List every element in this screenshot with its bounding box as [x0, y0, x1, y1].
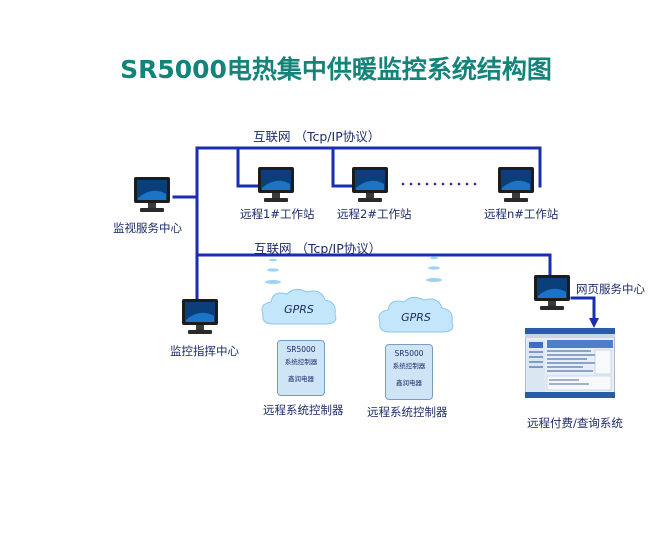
remote2-drop	[331, 146, 354, 188]
billing-screenshot-icon	[525, 328, 615, 398]
remote2-computer-icon	[352, 167, 388, 202]
top-network-label: 互联网 （Tcp/IP协议）	[253, 129, 381, 144]
controller-right-model: SR5000	[394, 349, 424, 358]
remote2-label: 远程2#工作站	[337, 207, 412, 221]
monitor-center-computer-icon	[134, 177, 170, 212]
controller-left-type: 系统控制器	[284, 358, 318, 366]
controller-right: SR5000 系统控制器 鑫润电器	[385, 344, 433, 400]
gprs-left-text: GPRS	[284, 303, 314, 316]
control-center-computer-icon	[182, 299, 218, 334]
remote-n-label: 远程n#工作站	[484, 207, 559, 221]
wireless-signal-left	[265, 258, 281, 284]
remote1-computer-icon	[258, 167, 294, 202]
remote1-drop	[236, 146, 260, 188]
diagram-title: SR5000电热集中供暖监控系统结构图	[120, 55, 552, 84]
middle-network-label: 互联网 （Tcp/IP协议）	[254, 241, 382, 256]
remote-n-computer-icon	[498, 167, 534, 202]
controller-right-caption: 远程系统控制器	[367, 405, 448, 419]
ellipsis-dots	[401, 182, 477, 186]
wireless-signal-right	[426, 256, 442, 282]
monitor-center-label: 监视服务中心	[113, 221, 182, 235]
billing-arrow-head	[589, 318, 599, 328]
billing-label: 远程付费/查询系统	[527, 416, 623, 430]
controller-right-brand: 鑫润电器	[396, 379, 422, 387]
controller-left-model: SR5000	[286, 345, 316, 354]
web-center-label: 网页服务中心	[576, 282, 645, 296]
web-center-computer-icon	[534, 275, 570, 310]
gprs-cloud-right-icon: GPRS	[378, 296, 454, 333]
middle-bus-line	[195, 253, 552, 276]
gprs-right-text: GPRS	[401, 311, 431, 324]
controller-right-type: 系统控制器	[392, 362, 426, 370]
control-center-label: 监控指挥中心	[170, 344, 239, 358]
controller-left-brand: 鑫润电器	[288, 375, 314, 383]
controller-left-caption: 远程系统控制器	[263, 403, 344, 417]
remote1-label: 远程1#工作站	[240, 207, 315, 221]
controller-left: SR5000 系统控制器 鑫润电器	[277, 340, 325, 396]
gprs-cloud-left-icon: GPRS	[261, 288, 337, 325]
billing-arrow-line	[570, 296, 596, 322]
